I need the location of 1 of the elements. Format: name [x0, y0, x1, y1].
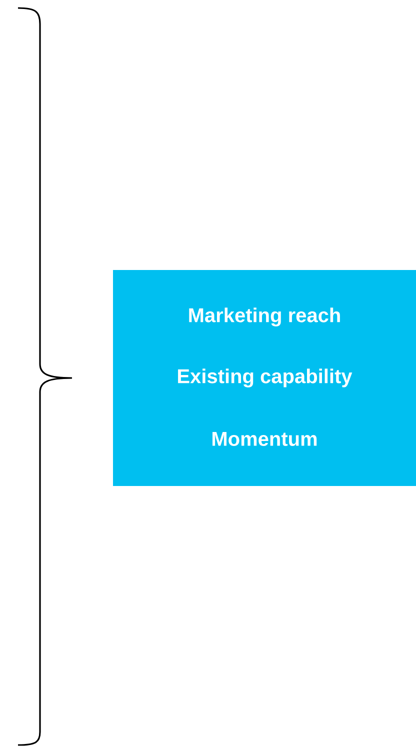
- text-box: Marketing reach Existing capability Momentum: [113, 270, 416, 486]
